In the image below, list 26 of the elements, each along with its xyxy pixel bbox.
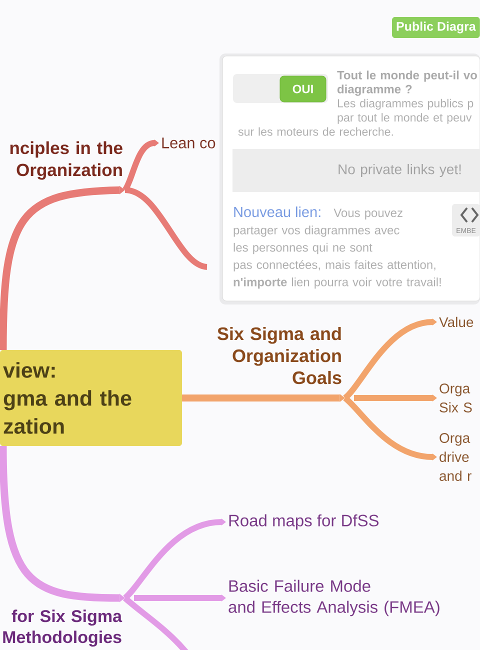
topic-title: nciples in the Organization	[10, 141, 122, 180]
branch-line	[0, 446, 125, 602]
central-topic-box: view: gma and the zation	[0, 350, 182, 446]
badge: Public Diagra	[392, 17, 480, 38]
subtopic-text: Orga Six S	[440, 384, 472, 412]
subtopic-text: Basic Failure Mode and Effects Analysis (FMEA)	[228, 580, 440, 616]
branch-line	[122, 140, 159, 192]
subtopic-text: Road maps for DfSS	[229, 514, 379, 530]
branch-line	[354, 394, 437, 402]
branch-line	[343, 396, 437, 460]
subtopic-text: Orga drive and r	[440, 433, 472, 481]
branch-line	[124, 187, 208, 270]
subtopic-text: Value	[439, 316, 474, 328]
branch-line	[134, 594, 226, 602]
notice-box: No private links yet!	[232, 149, 480, 192]
branch-line	[123, 596, 188, 650]
branch-line	[122, 518, 226, 600]
topic-title: for Six Sigma Methodologies	[3, 610, 122, 647]
branch-line	[342, 318, 437, 400]
heading: Tout le monde peut-il vo diagramme ?	[337, 70, 477, 96]
topic-title: Six Sigma and Organization Goals	[217, 326, 342, 384]
branch-line	[182, 394, 345, 402]
branch-line	[0, 186, 125, 350]
toggle-switch: OUI	[233, 74, 328, 103]
paragraph: Nouveau lien: Vous pouvez partager vos diagrammes avec les personnes qui ne sont pas connectées, mais faites attention, n'importe lien pourra voir votre travail!	[234, 206, 441, 289]
subtopic-text: Lean co	[162, 138, 216, 148]
